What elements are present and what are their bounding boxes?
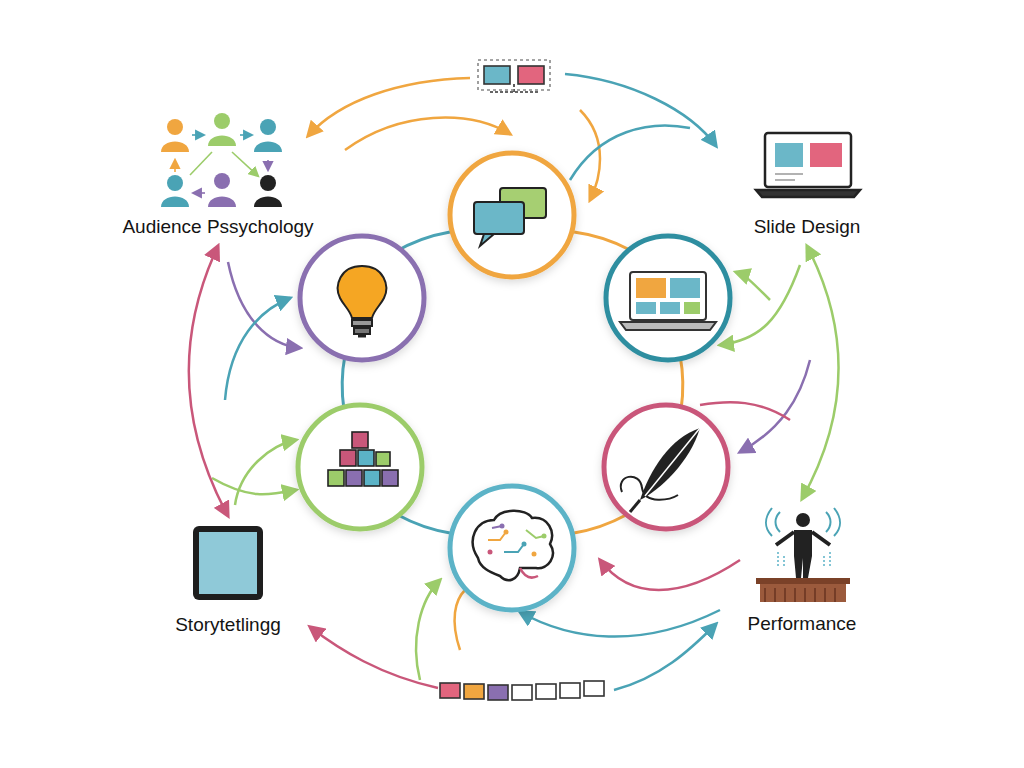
curved-arrow: [802, 246, 839, 499]
node-label: Slide Design: [750, 214, 865, 240]
icon-label-node: Audience Pssychology: [114, 112, 321, 240]
node-label: Storytetlingg: [171, 612, 285, 638]
curved-arrow: [189, 246, 228, 516]
icon-label-node: Performance: [740, 505, 865, 637]
node-label: Audience Pssychology: [118, 214, 317, 240]
icon-label-node: Storytetlingg: [167, 522, 289, 638]
icon-label-node: Slide Design: [746, 128, 869, 240]
node-label: Performance: [744, 611, 861, 637]
